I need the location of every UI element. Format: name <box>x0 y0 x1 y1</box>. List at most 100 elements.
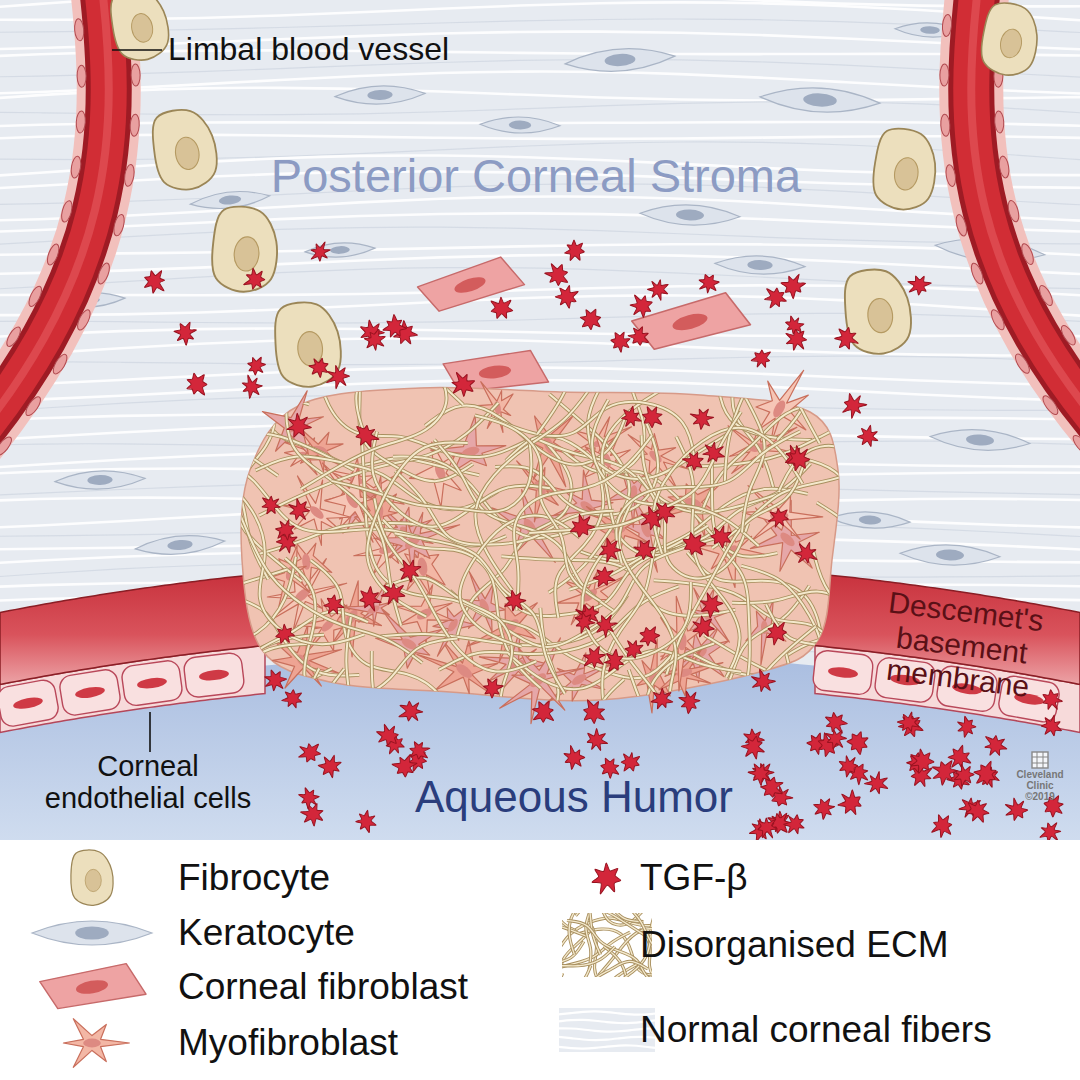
vessel-lumen <box>971 0 1080 470</box>
myofibroblast-nucleus <box>83 1039 101 1048</box>
stroma-background <box>0 0 1080 840</box>
ecm-fiber <box>644 365 764 533</box>
tgf-beta <box>363 328 389 353</box>
fibrocyte-nucleus <box>129 12 154 44</box>
vessel-endothelial-cell <box>45 243 61 267</box>
keratocyte-body <box>929 427 1030 454</box>
endothelial-cell-nucleus <box>828 666 859 679</box>
stroma-fibers <box>0 0 1080 840</box>
tgf-beta <box>382 313 410 342</box>
disorganised-ecm <box>8 130 1076 840</box>
limbal-blood-vessel <box>940 0 1080 493</box>
keratocyte-nucleus <box>920 26 940 34</box>
vessel-endothelial-cell <box>77 65 86 87</box>
ecm-fiber-outline <box>529 412 741 533</box>
fibrocyte-body <box>842 266 914 356</box>
ecm-fiber-outline <box>156 344 238 563</box>
ecm-fiber <box>619 501 682 738</box>
fibrocyte <box>209 204 281 294</box>
tgf-beta <box>444 367 479 402</box>
tgf-beta <box>741 736 765 759</box>
keratocyte-nucleus <box>604 53 636 67</box>
vessel-endothelial-cell <box>70 156 82 179</box>
vessel-endothelial-cell <box>998 155 1010 178</box>
fibroblast-nucleus <box>453 274 488 296</box>
vessel-endothelial-cell <box>940 114 950 137</box>
vessel-endothelial-cell <box>942 14 953 37</box>
ecm-fiber <box>331 438 531 512</box>
ecm-fiber <box>156 344 238 563</box>
fibrocyte <box>71 850 113 905</box>
ecm-fiber-outline <box>741 566 852 770</box>
corneal-fibroblast <box>40 964 146 1009</box>
vessel-edge <box>971 0 1080 470</box>
tgf-beta <box>857 425 878 447</box>
vessel-endothelial-cell <box>1059 324 1078 347</box>
tgf-beta <box>926 811 958 840</box>
endothelial-cell <box>121 659 184 707</box>
fibrocyte <box>149 105 221 193</box>
keratocyte <box>32 921 152 945</box>
tgf-beta <box>763 286 787 308</box>
legend-swatch <box>71 850 113 905</box>
tgf-beta <box>638 625 660 647</box>
tgf-beta <box>970 757 1003 791</box>
corneal-fiber <box>0 313 1080 323</box>
endothelial-cell <box>812 649 874 695</box>
tgf-beta <box>590 562 620 592</box>
ecm-fiber <box>86 398 261 485</box>
fibrocyte <box>107 0 173 64</box>
legend-swatch <box>63 1019 129 1068</box>
tgf-beta <box>644 275 672 303</box>
tgf-beta <box>271 516 299 544</box>
tgf-beta <box>184 371 209 398</box>
legend-swatch <box>40 964 146 1009</box>
fibrocyte-body <box>977 0 1043 79</box>
fibrotic-scar <box>8 130 1076 840</box>
tgf-beta <box>810 794 839 823</box>
ecm-fiber <box>259 403 498 516</box>
tgf-beta <box>298 742 321 763</box>
ecm-fiber <box>777 341 950 440</box>
ecm-fiber-outline <box>843 382 1075 430</box>
region-label: Descemet's basement membrane <box>871 585 1052 706</box>
tgf-beta <box>862 769 892 799</box>
endothelial-cell <box>0 678 60 728</box>
ecm-fiber <box>218 325 269 580</box>
legend-label: Disorganised ECM <box>640 925 948 966</box>
ecm-fiber-outline <box>101 398 309 529</box>
tgf-beta <box>305 354 331 380</box>
fibrocytes <box>107 0 1043 389</box>
leader-line <box>112 49 162 51</box>
keratocyte-body <box>715 254 806 275</box>
tgf-beta <box>355 583 386 613</box>
myofibroblast <box>63 1019 129 1068</box>
corneal-fiber <box>0 88 1080 101</box>
callout-label: Limbal blood vessel <box>168 32 449 68</box>
tgf-beta <box>261 666 290 694</box>
ecm-fiber-outline <box>584 961 647 977</box>
ecm-fiber-outline <box>569 913 643 955</box>
ecm-fiber <box>356 189 404 433</box>
ecm-fiber <box>287 307 463 405</box>
endothelial-cell-body <box>0 678 60 728</box>
ecm-fiber <box>717 586 809 790</box>
ecm-fiber-outline <box>386 577 512 736</box>
vessel-endothelial-cell <box>96 262 112 286</box>
corneal-fiber <box>0 72 1080 95</box>
ecm-fiber <box>238 644 345 730</box>
keratocyte-nucleus <box>87 475 113 486</box>
tgf-beta <box>839 390 869 421</box>
ecm-fiber <box>44 387 278 476</box>
tgf-beta <box>708 523 734 550</box>
vessel-endothelial-cell <box>4 325 23 349</box>
keratocyte <box>55 469 146 490</box>
myofibroblast-body <box>63 1019 129 1068</box>
region-label: Posterior Corneal Stroma <box>271 150 801 203</box>
corneal-fiber <box>0 227 1080 246</box>
ecm-fiber <box>508 650 741 689</box>
tgf-beta <box>399 558 423 583</box>
descemet-membrane <box>0 574 265 685</box>
ecm-fiber <box>232 495 422 663</box>
